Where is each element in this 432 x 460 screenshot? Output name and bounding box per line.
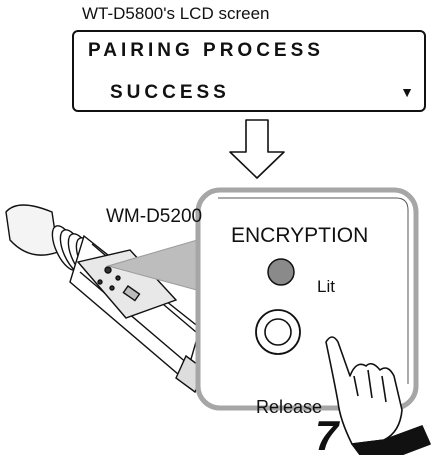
device-label: WM-D5200	[106, 206, 203, 227]
hand-cuff	[351, 425, 431, 455]
action-label: Release	[256, 397, 323, 417]
down-arrow-icon	[229, 119, 285, 179]
microphone-illustration	[5, 204, 206, 394]
scroll-down-indicator-icon: ▼	[400, 84, 414, 100]
control-panel	[76, 249, 178, 319]
step-number: 7	[315, 412, 339, 459]
lcd-line-1: PAIRING PROCESS	[88, 40, 324, 61]
encryption-label: ENCRYPTION	[231, 224, 369, 247]
microphone-grille	[5, 204, 59, 256]
callout-box	[195, 187, 419, 411]
hand-pointer-icon	[325, 336, 431, 455]
lcd-caption: WT-D5800's LCD screen	[82, 4, 270, 23]
encryption-button[interactable]	[255, 309, 301, 355]
led-state-label: Lit	[317, 277, 335, 296]
lcd-line-2: SUCCESS	[110, 82, 230, 103]
encryption-led	[267, 258, 295, 286]
lcd-screen: PAIRING PROCESS SUCCESS ▼	[72, 30, 426, 112]
